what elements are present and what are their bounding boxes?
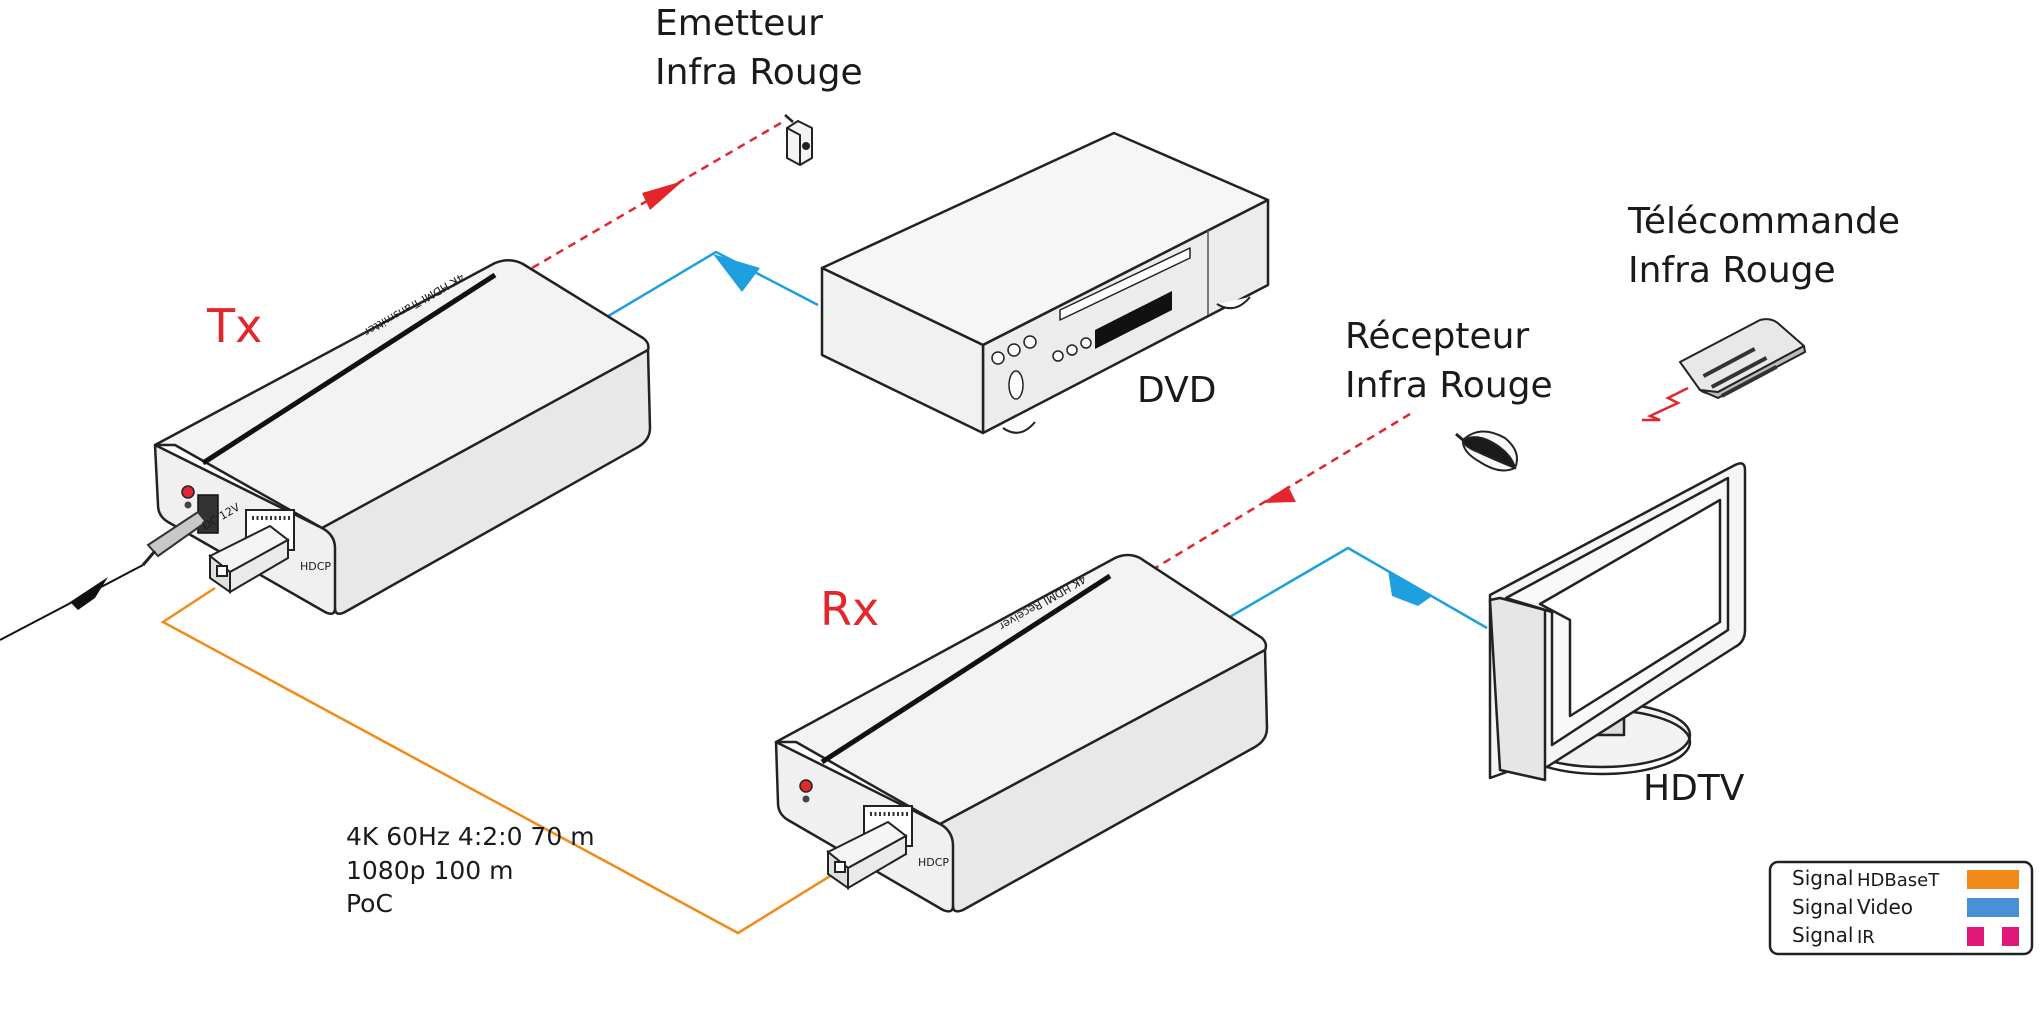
hdtv-label: HDTV — [1643, 768, 1745, 809]
tx-port-tag: HDCP — [300, 560, 331, 573]
remote-label-line2: Infra Rouge — [1628, 250, 1836, 291]
hdbaset-cable — [160, 586, 836, 935]
video-arrow-tx — [713, 254, 760, 292]
dvd-feet — [1002, 296, 1251, 434]
legend-hdbaset-swatch — [1967, 870, 2019, 889]
remote-ir-signal — [1642, 386, 1689, 422]
hdtv-device — [1488, 462, 1747, 782]
tx-rj45-plug — [208, 524, 290, 594]
rx-rj45-plug — [826, 820, 908, 890]
ir-emitter-device — [784, 114, 813, 166]
spec-line-2: 1080p 100 m — [346, 856, 513, 885]
ir-receiver-label-line2: Infra Rouge — [1345, 365, 1553, 406]
rx-status-led — [799, 779, 813, 793]
ir-receiver-label-line1: Récepteur — [1345, 316, 1529, 357]
legend-hdbaset-name: HDBaseT — [1857, 870, 1940, 891]
rx-ir-led — [802, 795, 810, 803]
tx-power-plug — [141, 510, 208, 566]
ir-receiver-device — [1455, 430, 1518, 472]
ir-arrow-emitter — [642, 181, 683, 210]
dvd-buttons — [991, 335, 1092, 400]
remote-buttons — [1702, 347, 1778, 398]
tx-ir-led — [184, 501, 192, 509]
legend: Signal HDBaseT Signal Video Signal IR — [1768, 860, 2034, 956]
power-input-arrow — [70, 577, 108, 610]
remote-label-line1: Télécommande — [1627, 201, 1900, 242]
dvd-label: DVD — [1137, 370, 1216, 411]
ir-line-tx-emitter — [519, 118, 787, 277]
dvd-display — [1095, 291, 1172, 349]
video-cable-dvd-tx — [604, 250, 819, 320]
legend-ir-swatch-a — [1967, 927, 1984, 946]
rx-label: Rx — [820, 582, 879, 636]
legend-video-prefix: Signal — [1792, 895, 1853, 919]
video-arrow-hdtv — [1388, 570, 1432, 606]
spec-line-1: 4K 60Hz 4:2:0 70 m — [346, 822, 595, 851]
legend-ir-swatch-b — [2002, 927, 2019, 946]
rx-port-tag: HDCP — [918, 856, 949, 869]
ir-arrow-rx — [1262, 486, 1296, 503]
legend-video-name: Video — [1857, 895, 1913, 919]
legend-box — [1768, 860, 2034, 956]
legend-ir-prefix: Signal — [1792, 923, 1853, 947]
legend-video-swatch — [1967, 898, 2019, 917]
ir-emitter-label-line2: Infra Rouge — [655, 52, 863, 93]
hdtv-screen — [1538, 498, 1722, 718]
spec-line-3: PoC — [346, 889, 393, 918]
tx-status-led — [181, 485, 195, 499]
tx-label: Tx — [206, 299, 262, 353]
dvd-side-face — [820, 266, 985, 435]
ir-emitter-label-line1: Emetteur — [655, 3, 823, 44]
video-cable-rx-hdtv — [1227, 546, 1488, 630]
legend-ir-name: IR — [1857, 927, 1875, 948]
legend-hdbaset-prefix: Signal — [1792, 866, 1853, 890]
